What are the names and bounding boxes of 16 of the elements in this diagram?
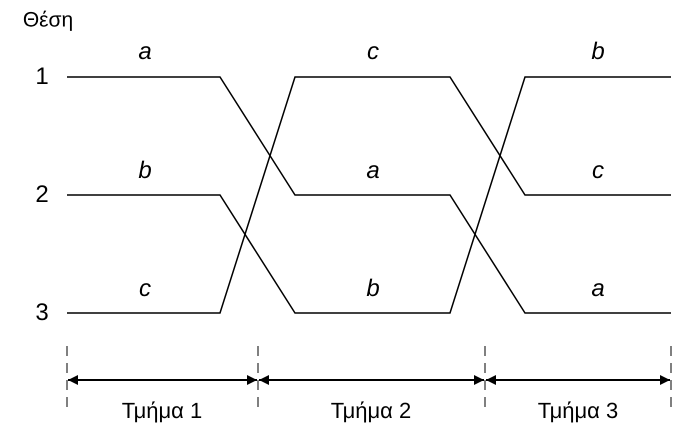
segment-label: Τμήμα 1: [122, 400, 202, 422]
axis-label: Θέση: [22, 10, 74, 30]
item-letter: c: [367, 40, 379, 64]
segment-label: Τμήμα 2: [330, 400, 412, 422]
position-number: 1: [35, 65, 49, 89]
segment-label: Τμήμα 3: [538, 400, 618, 422]
position-number: 2: [35, 183, 49, 207]
item-letter: a: [591, 277, 605, 301]
item-letter: c: [592, 159, 604, 183]
item-letter: b: [591, 40, 605, 64]
item-letter: b: [366, 277, 380, 301]
item-letter: b: [138, 159, 152, 183]
item-letter: a: [138, 40, 152, 64]
item-letter: a: [366, 159, 380, 183]
position-number: 3: [35, 301, 49, 325]
item-letter: c: [139, 277, 151, 301]
